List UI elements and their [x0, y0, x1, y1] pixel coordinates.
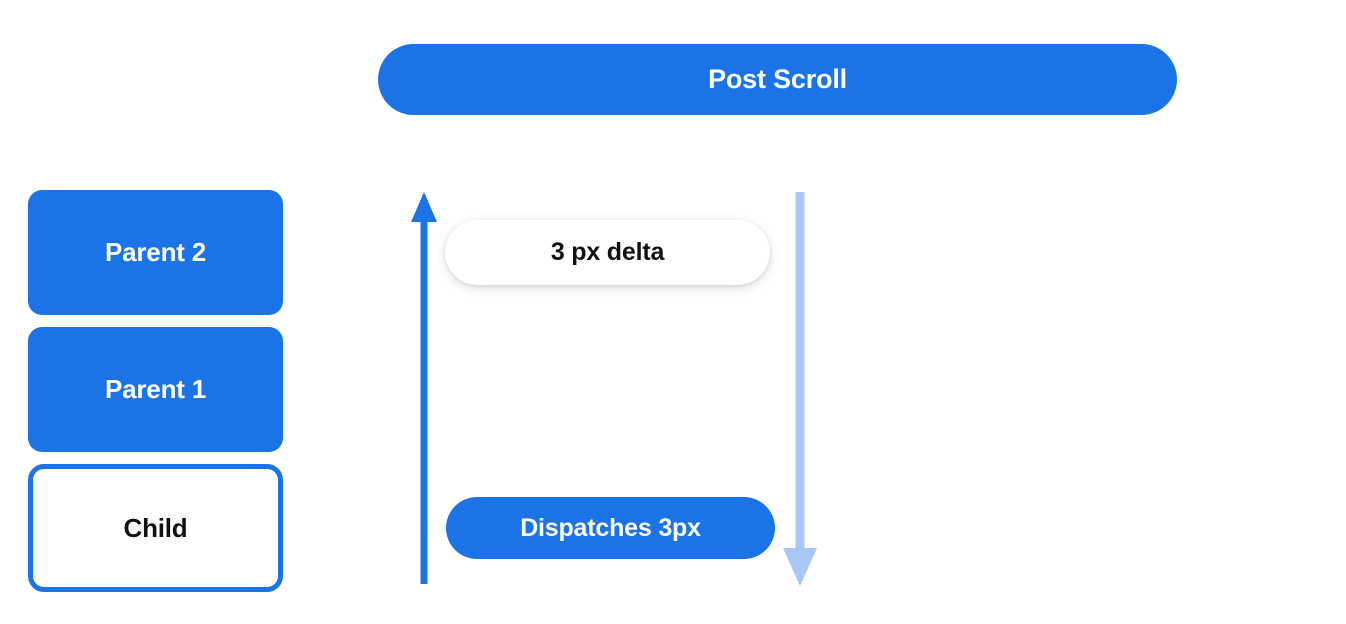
node-box-parent-2: Parent 2	[28, 190, 283, 315]
dispatch-pill: Dispatches 3px	[446, 497, 775, 559]
scroll-consumption-down-arrow	[783, 192, 817, 586]
delta-pill-label: 3 px delta	[550, 238, 665, 266]
post-scroll-banner: Post Scroll	[378, 44, 1177, 115]
node-box-parent-1-label: Parent 1	[104, 374, 206, 404]
post-scroll-banner-label: Post Scroll	[708, 64, 847, 94]
node-stack: Parent 2 Parent 1 Child	[28, 190, 283, 592]
delta-pill: 3 px delta	[445, 220, 770, 285]
dispatch-pill-label: Dispatches 3px	[520, 513, 701, 542]
node-box-child: Child	[28, 464, 283, 592]
node-box-parent-1: Parent 1	[28, 327, 283, 452]
scroll-propagation-up-arrow	[411, 192, 437, 584]
node-box-child-label: Child	[123, 512, 188, 543]
node-box-parent-2-label: Parent 2	[104, 237, 206, 267]
